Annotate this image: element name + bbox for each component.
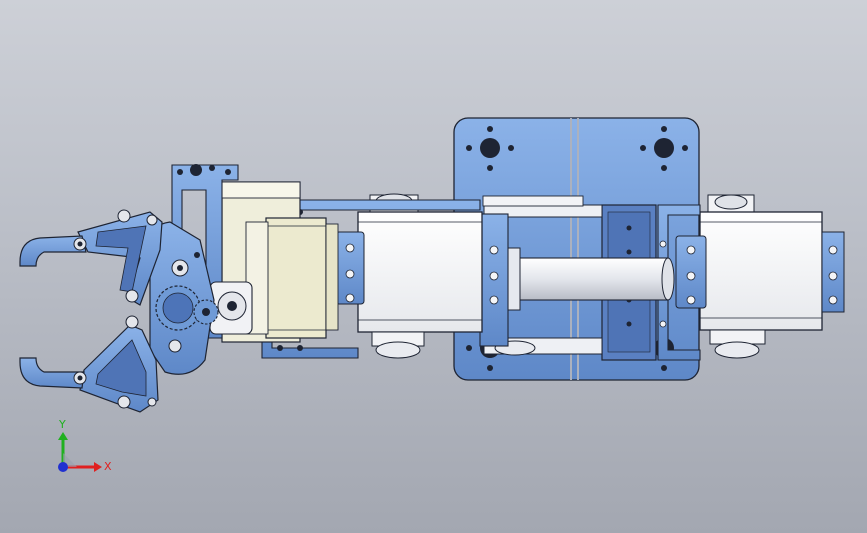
- gripper-finger-upper: [19, 209, 163, 306]
- x-axis-label: X: [104, 460, 112, 473]
- servo-right: [699, 194, 845, 359]
- connecting-shaft: [505, 247, 675, 311]
- middle-frame: [482, 195, 603, 356]
- gripper-finger-lower: [19, 315, 159, 413]
- y-axis-label: Y: [58, 418, 66, 431]
- gripper-motor: [209, 281, 253, 335]
- bracket-middle: [479, 213, 509, 347]
- z-axis-dot: [58, 462, 68, 472]
- gripper-gears: [155, 285, 219, 331]
